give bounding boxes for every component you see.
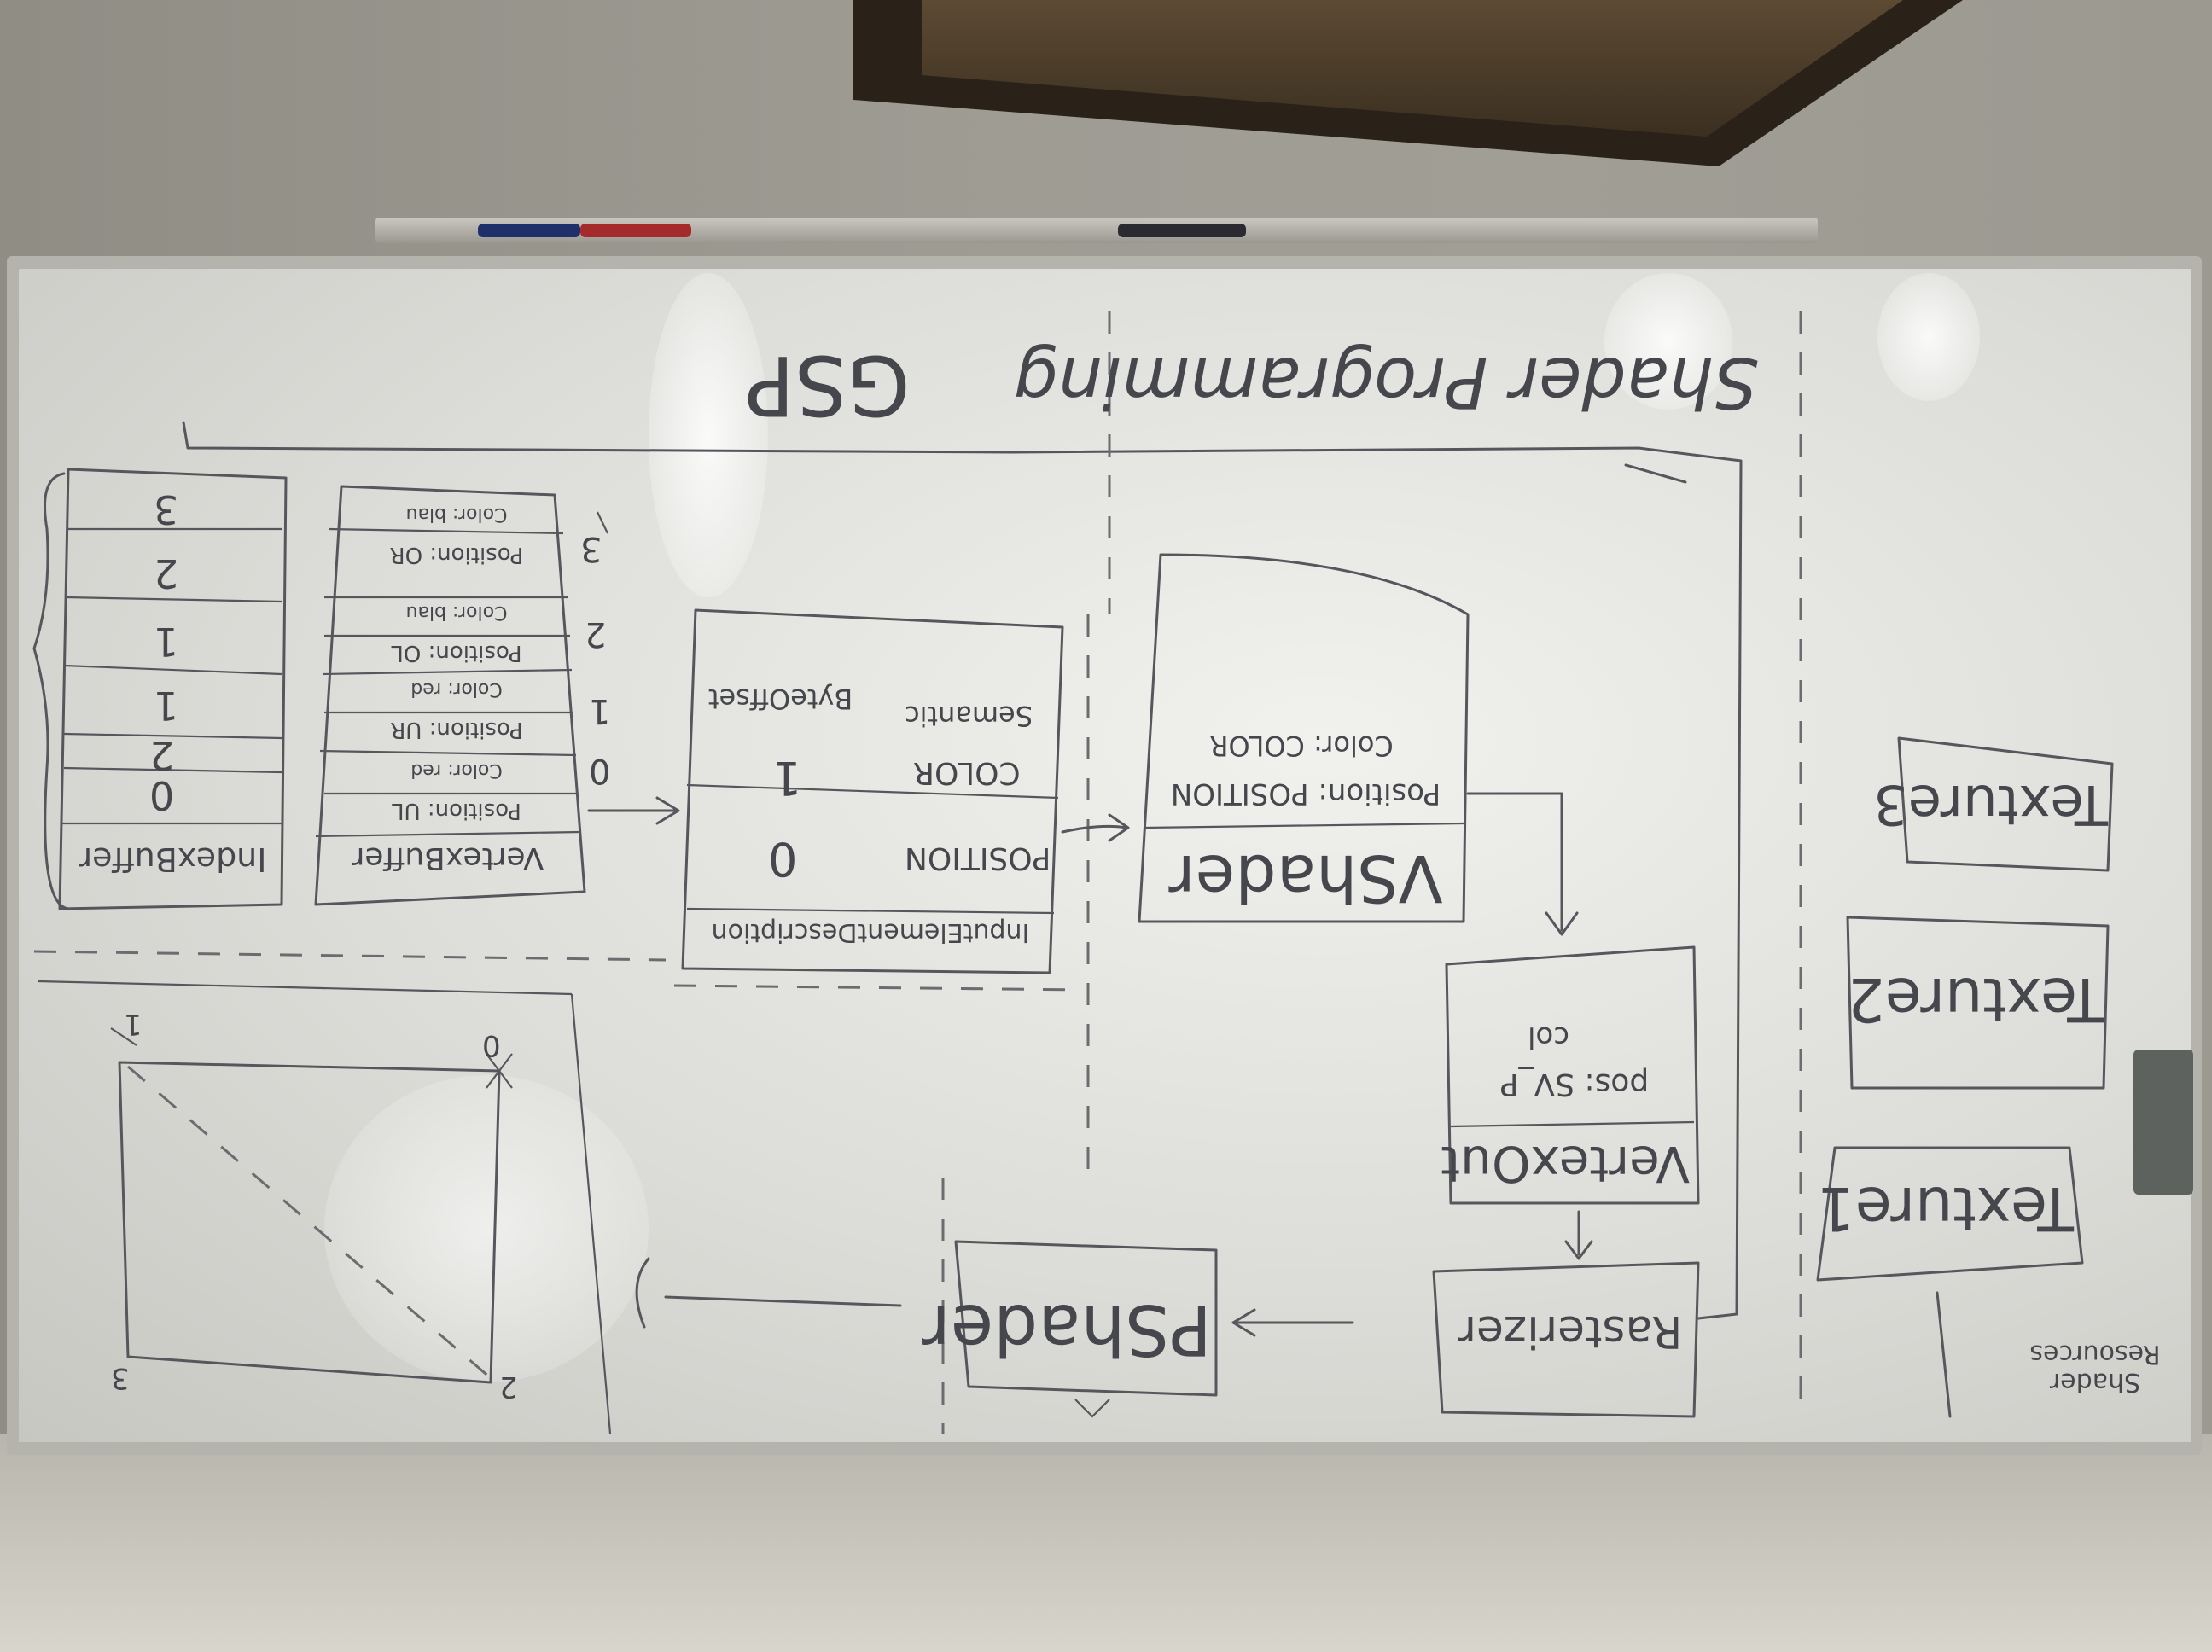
input-layout-header: InputElementDescription	[711, 917, 1030, 947]
glare	[649, 273, 768, 597]
vb-row-3-color: Color: blau	[405, 503, 508, 525]
input-layout-position: POSITION	[905, 841, 1051, 875]
ib-value-1: 2	[149, 732, 175, 778]
ib-value-5: 3	[154, 486, 179, 532]
wall-lower-glare	[0, 1434, 2212, 1652]
ib-value-3: 1	[154, 619, 179, 665]
vb-row-2-color: Color: blau	[405, 602, 508, 623]
eraser	[2133, 1050, 2193, 1195]
board-title: Shader Programming	[1013, 341, 1758, 422]
vb-row-2-position: Position: OL	[391, 640, 522, 666]
glare	[1877, 273, 1980, 401]
rasterizer-label: Rasterizer	[1458, 1306, 1683, 1357]
glare	[324, 1075, 649, 1382]
vertex-out-pos: pos: SV_P	[1499, 1067, 1650, 1102]
input-layout-semantic-label: Semantic	[905, 700, 1033, 732]
quad-label-2: 2	[499, 1370, 518, 1404]
texture-2-label: Texture2	[1847, 964, 2104, 1034]
texture-3-label: Texture3	[1873, 772, 2108, 835]
ib-value-4: 2	[154, 550, 179, 596]
vertex-out-title: VertexOut	[1441, 1135, 1690, 1193]
texture-1-label: Texture1	[1817, 1173, 2074, 1243]
marker-blue	[478, 224, 580, 237]
vb-row-3-index: 3	[580, 529, 602, 568]
shader-resources-label: Shader Resources	[2029, 1339, 2161, 1397]
gsp-label: GSP	[745, 337, 911, 433]
ib-value-0: 0	[149, 772, 175, 818]
index-buffer-header: IndexBuffer	[79, 841, 267, 878]
vb-row-2-index: 2	[585, 614, 607, 654]
vshader-title: VShader	[1168, 841, 1443, 916]
vertex-out-col: col	[1528, 1020, 1569, 1054]
marker-black	[1118, 224, 1246, 237]
quad-label-1: 1	[124, 1007, 143, 1041]
input-layout-color-offset: 1	[772, 751, 802, 805]
vshader-color: Color: COLOR	[1209, 730, 1394, 762]
vertex-buffer-header: VertexBuffer	[352, 841, 544, 875]
quad-label-3: 3	[111, 1361, 130, 1395]
vb-row-0-index: 0	[589, 751, 611, 790]
vb-row-1-color: Color: red	[410, 678, 503, 700]
vb-row-0-color: Color: red	[410, 759, 503, 781]
vb-row-1-index: 1	[589, 691, 611, 730]
input-layout-color: COLOR	[913, 755, 1021, 790]
ib-value-2: 1	[154, 683, 179, 729]
pshader-label: PShader	[922, 1288, 1212, 1370]
vb-row-1-position: Position: UR	[390, 717, 523, 742]
vb-row-3-position: Position: OR	[389, 542, 524, 567]
marker-red	[580, 224, 691, 237]
quad-label-0: 0	[482, 1028, 501, 1062]
vb-row-0-position: Position: UL	[392, 798, 521, 823]
vshader-position: Position: POSITION	[1170, 777, 1441, 811]
input-layout-byteoffset-label: ByteOffset	[708, 683, 853, 715]
glare	[1604, 273, 1732, 410]
input-layout-position-offset: 0	[768, 832, 798, 886]
